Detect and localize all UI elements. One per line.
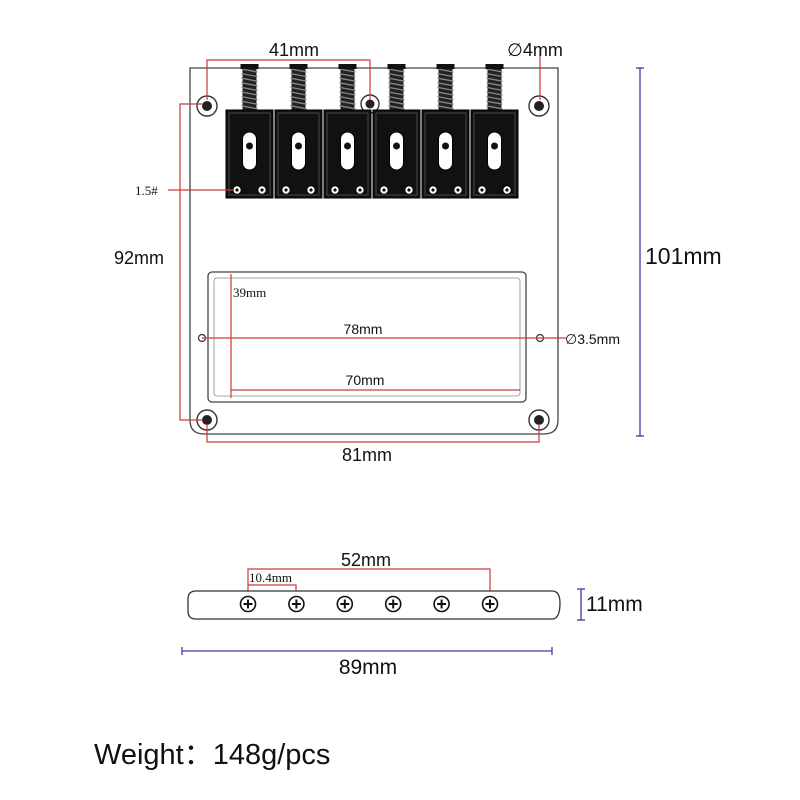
side-screw-6 bbox=[481, 595, 499, 613]
saddle-4 bbox=[372, 64, 421, 199]
pickup-cutout bbox=[207, 271, 527, 403]
label-10-4mm: 10.4mm bbox=[249, 570, 292, 585]
mount-hole-bottom-left bbox=[196, 409, 218, 431]
intonation-screw bbox=[387, 64, 406, 110]
saddle-5 bbox=[421, 64, 470, 199]
side-view-plate bbox=[187, 590, 561, 620]
label-3-5mm: ∅3.5mm bbox=[565, 331, 620, 347]
label-1-5: 1.5# bbox=[135, 183, 158, 198]
saddle-2 bbox=[274, 64, 323, 199]
weight-label: Weight：148g/pcs bbox=[94, 739, 330, 771]
label-70mm: 70mm bbox=[346, 372, 385, 388]
dim-81mm-line bbox=[206, 424, 540, 443]
intonation-screw bbox=[240, 64, 259, 110]
dimension-lines-red bbox=[168, 50, 566, 598]
pickup-cutout-inner bbox=[213, 277, 521, 397]
dimension-lines-blue bbox=[181, 67, 644, 655]
label-39mm: 39mm bbox=[233, 285, 266, 300]
side-screw-3 bbox=[336, 595, 354, 613]
saddle-group bbox=[225, 64, 519, 199]
label-101mm: 101mm bbox=[645, 243, 722, 269]
label-41mm: 41mm bbox=[269, 40, 319, 60]
label-92mm: 92mm bbox=[114, 248, 164, 268]
label-78mm: 78mm bbox=[344, 321, 383, 337]
label-4mm: ∅4mm bbox=[507, 40, 563, 60]
side-screw-5 bbox=[433, 595, 450, 613]
label-52mm: 52mm bbox=[341, 550, 391, 570]
intonation-screw bbox=[289, 64, 308, 110]
saddle-3 bbox=[323, 64, 372, 199]
intonation-screw bbox=[338, 64, 357, 110]
intonation-screw bbox=[436, 64, 455, 110]
side-screw-2 bbox=[288, 595, 305, 613]
saddle-6 bbox=[470, 64, 519, 199]
dim-52mm-line bbox=[247, 568, 491, 598]
side-screw-4 bbox=[384, 595, 402, 613]
label-81mm: 81mm bbox=[342, 445, 392, 465]
label-89mm: 89mm bbox=[339, 656, 397, 679]
side-screw-group bbox=[239, 595, 499, 613]
dim-41mm-line bbox=[206, 59, 371, 100]
side-screw-1 bbox=[239, 595, 257, 613]
mount-hole-top-right bbox=[528, 95, 550, 117]
saddle-1 bbox=[225, 64, 274, 199]
mount-hole-bottom-right bbox=[528, 409, 550, 431]
mount-hole-top-left bbox=[196, 95, 218, 117]
label-11mm: 11mm bbox=[586, 593, 643, 616]
intonation-screw bbox=[485, 64, 504, 110]
dim-92mm-line bbox=[179, 103, 203, 421]
